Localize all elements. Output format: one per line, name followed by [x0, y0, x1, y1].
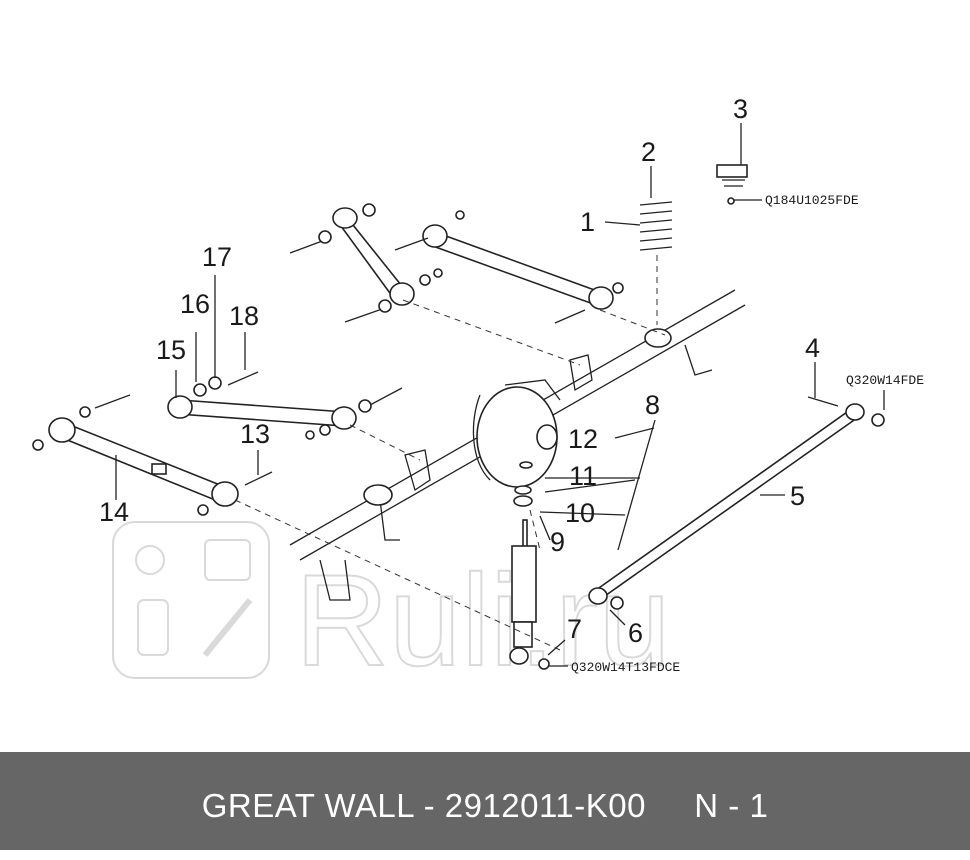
rear-suspension-diagram: Ruli.ru — [32, 94, 924, 694]
callout-16: 16 — [180, 289, 210, 319]
lower-links — [32, 371, 403, 516]
callout-2: 2 — [641, 137, 656, 167]
watermark-text: Ruli.ru — [295, 547, 671, 693]
callout-9: 9 — [550, 527, 565, 557]
axle-assembly — [289, 289, 746, 601]
callout-13: 13 — [240, 419, 270, 449]
coil-spring — [639, 164, 748, 251]
callout-1: 1 — [580, 207, 595, 237]
callout-numbers: 1 2 3 4 5 6 7 8 9 10 11 12 13 14 15 16 1… — [99, 94, 820, 648]
diagram-canvas: Ruli.ru — [32, 94, 924, 694]
callout-5: 5 — [790, 481, 805, 511]
upper-links — [289, 203, 624, 324]
callout-11: 11 — [569, 461, 597, 491]
footer-bar: GREAT WALL - 2912011-K00 N - 1 — [0, 752, 970, 850]
callout-3: 3 — [733, 94, 748, 124]
callout-10: 10 — [565, 498, 595, 528]
code-bolt-bottom: Q320W14T13FDCE — [571, 660, 680, 675]
callout-7: 7 — [567, 614, 582, 644]
part-number-caption: GREAT WALL - 2912011-K00 N - 1 — [201, 787, 769, 824]
callout-15: 15 — [156, 335, 186, 365]
shock-absorber — [509, 461, 550, 670]
callout-18: 18 — [229, 301, 259, 331]
panhard-rod — [588, 396, 885, 610]
leader-lines — [115, 123, 885, 667]
part-codes: Q184U1025FDE Q320W14FDE Q320W14T13FDCE — [571, 193, 924, 675]
callout-6: 6 — [628, 618, 643, 648]
callout-14: 14 — [99, 497, 129, 527]
code-bolt-right: Q320W14FDE — [846, 373, 924, 388]
callout-12: 12 — [568, 424, 598, 454]
callout-17: 17 — [202, 242, 232, 272]
callout-8: 8 — [645, 390, 660, 420]
callout-4: 4 — [805, 333, 820, 363]
assembly-lines — [234, 255, 666, 651]
code-bolt-top: Q184U1025FDE — [765, 193, 859, 208]
watermark: Ruli.ru — [112, 521, 672, 694]
